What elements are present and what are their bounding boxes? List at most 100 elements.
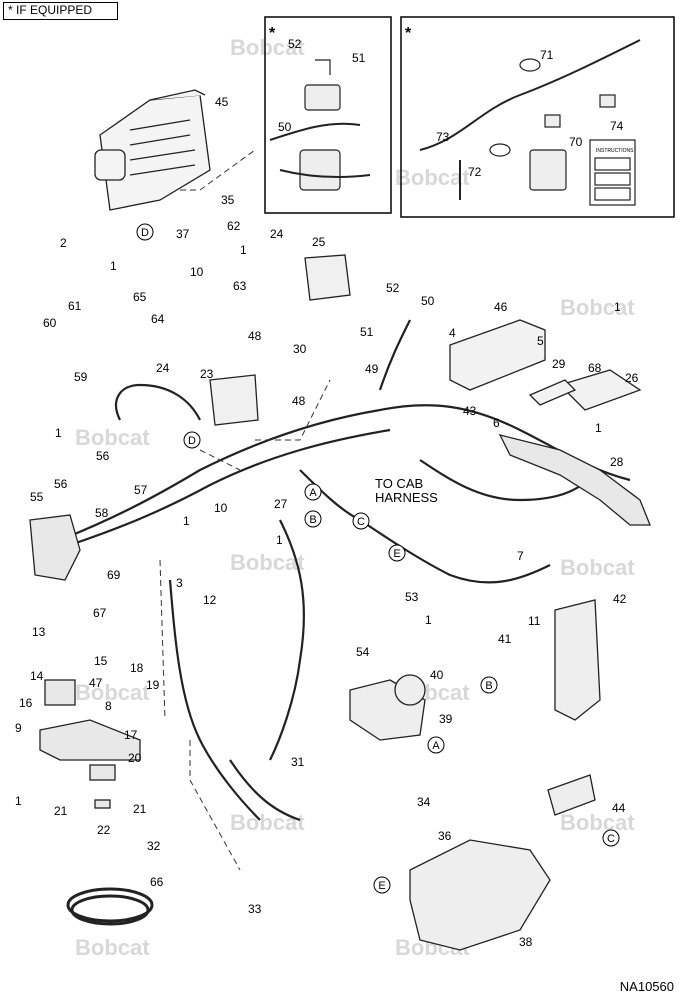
callout-33: 33 (248, 902, 262, 916)
callout-28: 28 (610, 455, 624, 469)
callout-1: 1 (110, 259, 117, 273)
hose-coil (66, 887, 154, 926)
callout-60: 60 (43, 316, 57, 330)
callout-70: 70 (569, 135, 583, 149)
callout-63: 63 (233, 279, 247, 293)
callout-59: 59 (74, 370, 88, 384)
callout-32: 32 (147, 839, 161, 853)
note-line-1: TO CAB (375, 476, 423, 491)
callout-16: 16 (19, 696, 33, 710)
instructions-label: INSTRUCTIONS (596, 148, 634, 154)
callout-74: 74 (610, 119, 624, 133)
callout-34: 34 (417, 795, 431, 809)
callout-10: 10 (214, 501, 228, 515)
callout-1: 1 (425, 613, 432, 627)
callout-54: 54 (356, 645, 370, 659)
connector-markers: D D A B C E B A C E (136, 223, 620, 894)
callout-26: 26 (625, 371, 639, 385)
callout-35: 35 (221, 193, 235, 207)
callout-41: 41 (498, 632, 512, 646)
inset-box-harness (400, 16, 675, 218)
callout-67: 67 (93, 606, 107, 620)
control-modules (209, 254, 351, 426)
callout-62: 62 (227, 219, 241, 233)
callout-69: 69 (107, 568, 121, 582)
bracket (498, 434, 651, 526)
callout-65: 65 (133, 290, 147, 304)
diagram-id: NA10560 (619, 979, 674, 994)
callout-numbers: 52 51 50 71 73 74 70 72 45 35 62 37 2 1 … (15, 37, 639, 949)
callout-9: 9 (15, 721, 22, 735)
harness-inset-parts: INSTRUCTIONS (419, 39, 641, 206)
callout-48: 48 (248, 329, 262, 343)
watermark: Bobcat (230, 810, 305, 835)
callout-61: 61 (68, 299, 82, 313)
note-line-2: HARNESS (375, 490, 438, 505)
connector-A: A (432, 740, 440, 752)
callout-30: 30 (293, 342, 307, 356)
connector-C: C (607, 833, 615, 845)
callout-23: 23 (200, 367, 214, 381)
callout-49: 49 (365, 362, 379, 376)
callout-25: 25 (312, 235, 326, 249)
callout-8: 8 (105, 699, 112, 713)
callout-42: 42 (613, 592, 627, 606)
callout-46: 46 (494, 300, 508, 314)
callout-39: 39 (439, 712, 453, 726)
callout-1: 1 (240, 243, 247, 257)
watermark: Bobcat (75, 425, 150, 450)
cab-harness-note: TO CAB HARNESS (375, 476, 438, 505)
callout-10: 10 (190, 265, 204, 279)
callout-24: 24 (270, 227, 284, 241)
connector-E: E (378, 880, 385, 892)
watermark: Bobcat (560, 810, 635, 835)
callout-55: 55 (30, 490, 44, 504)
callout-6: 6 (493, 416, 500, 430)
callout-19: 19 (146, 678, 160, 692)
callout-50: 50 (278, 120, 292, 134)
callout-29: 29 (552, 357, 566, 371)
callout-66: 66 (150, 875, 164, 889)
fuse-box (94, 89, 211, 211)
callout-14: 14 (30, 669, 44, 683)
relay-inset-parts (269, 59, 371, 191)
watermark: Bobcat (230, 550, 305, 575)
callout-27: 27 (274, 497, 288, 511)
callout-7: 7 (517, 549, 524, 563)
connector-D: D (188, 435, 196, 447)
callout-64: 64 (151, 312, 165, 326)
callout-22: 22 (97, 823, 111, 837)
connector-B: B (309, 514, 316, 526)
callout-15: 15 (94, 654, 108, 668)
callout-52: 52 (288, 37, 302, 51)
connector-B: B (485, 680, 492, 692)
callout-56: 56 (54, 477, 68, 491)
callout-52: 52 (386, 281, 400, 295)
watermark: Bobcat (560, 555, 635, 580)
watermark: Bobcat (560, 295, 635, 320)
legend-text: IF EQUIPPED (16, 3, 93, 17)
callout-44: 44 (612, 801, 626, 815)
watermark: Bobcat (75, 935, 150, 960)
callout-17: 17 (124, 728, 138, 742)
connector-D: D (141, 227, 149, 239)
callout-1: 1 (55, 426, 62, 440)
watermark: Bobcat (75, 680, 150, 705)
callout-40: 40 (430, 668, 444, 682)
main-harness (59, 319, 631, 822)
callout-72: 72 (468, 165, 482, 179)
inset-box-relay (264, 16, 392, 214)
callout-36: 36 (438, 829, 452, 843)
callout-37: 37 (176, 227, 190, 241)
connector-C: C (357, 516, 365, 528)
callout-53: 53 (405, 590, 419, 604)
callout-1: 1 (183, 514, 190, 528)
watermark: Bobcat (395, 165, 470, 190)
callout-13: 13 (32, 625, 46, 639)
callout-1: 1 (15, 794, 22, 808)
connector-A: A (309, 487, 317, 499)
callout-57: 57 (134, 483, 148, 497)
callout-20: 20 (128, 751, 142, 765)
callout-24: 24 (156, 361, 170, 375)
